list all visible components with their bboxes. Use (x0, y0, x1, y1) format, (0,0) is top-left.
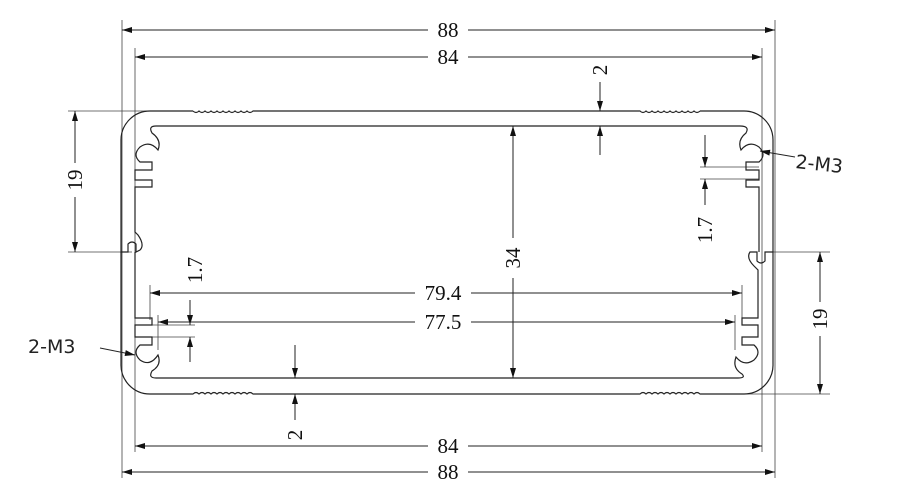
dim-overall-width-bottom: 88 (438, 460, 459, 484)
dim-left-slot: 1.7 (183, 257, 207, 283)
dim-inner-width-top: 84 (438, 45, 460, 69)
dim-inner-79: 79.4 (425, 281, 462, 305)
dim-wall-bottom: 2 (283, 430, 307, 441)
callout-screw-right: 2-M3 (794, 151, 843, 178)
dim-inner-width-bottom: 84 (438, 434, 460, 458)
dim-right-slot: 1.7 (693, 217, 717, 243)
dimension-labels: 88 84 2 19 1.7 79.4 77.5 34 1.7 19 2 84 … (28, 18, 844, 484)
dim-overall-width-top: 88 (438, 18, 459, 42)
lower-shell (120, 251, 774, 395)
dimension-lines (72, 27, 823, 475)
extension-lines (68, 20, 830, 478)
dim-wall-top: 2 (588, 65, 612, 76)
dim-left-upper-height: 19 (63, 170, 87, 191)
dim-right-lower-height: 19 (808, 309, 832, 330)
upper-shell (120, 110, 774, 253)
dim-inner-height: 34 (501, 247, 525, 269)
callout-screw-left: 2-M3 (28, 336, 75, 358)
dim-inner-77: 77.5 (425, 310, 462, 334)
